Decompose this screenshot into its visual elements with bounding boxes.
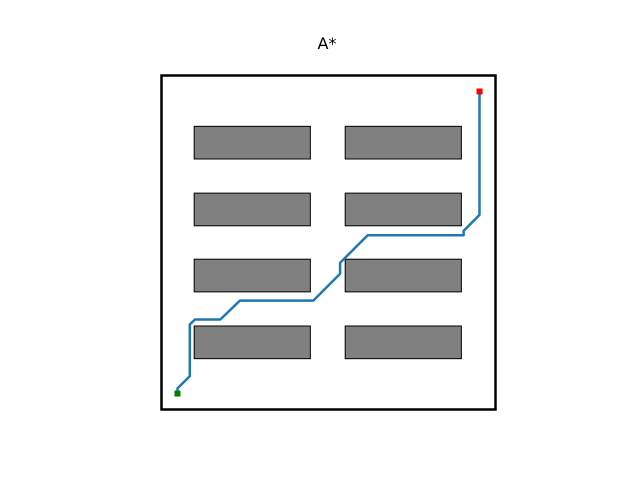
obstacle-row3-right xyxy=(344,258,462,293)
start-marker xyxy=(174,390,181,397)
plot-border xyxy=(160,74,497,411)
goal-marker xyxy=(476,88,483,95)
obstacle-row4-right xyxy=(344,325,462,360)
obstacle-row2-right xyxy=(344,192,462,227)
obstacles-layer xyxy=(193,125,462,360)
obstacle-row1-right xyxy=(344,125,462,160)
obstacle-row1-left xyxy=(193,125,311,160)
plot-area xyxy=(161,75,496,410)
obstacle-row3-left xyxy=(193,258,311,293)
obstacle-row2-left xyxy=(193,192,311,227)
obstacle-row4-left xyxy=(193,325,311,360)
astar-path xyxy=(176,90,481,395)
diagram-title: A* xyxy=(318,34,337,53)
